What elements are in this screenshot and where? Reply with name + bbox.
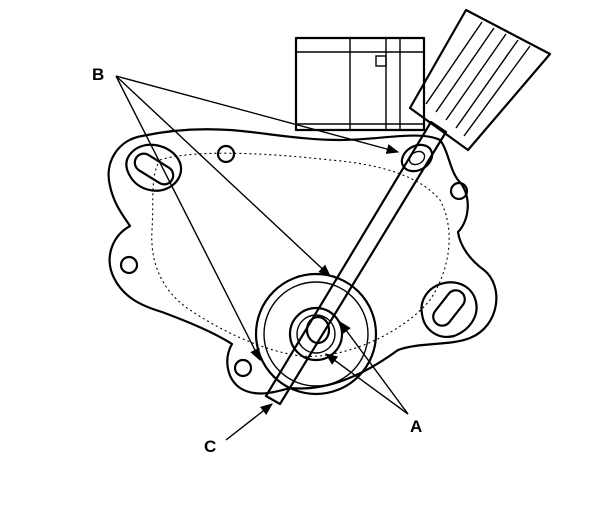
switch-housing — [107, 128, 498, 395]
callout-c: C — [204, 437, 216, 456]
bolt-holes — [119, 144, 469, 378]
callout-a: A — [410, 417, 422, 436]
alignment-rod — [264, 8, 552, 406]
leader-lines-a — [324, 320, 409, 415]
leader-line-c — [225, 403, 273, 441]
right-mount-slot — [420, 281, 478, 338]
callout-b: B — [92, 65, 104, 84]
shaft-bore — [254, 272, 378, 396]
connector-block — [294, 36, 426, 132]
leader-lines-b — [115, 75, 400, 362]
